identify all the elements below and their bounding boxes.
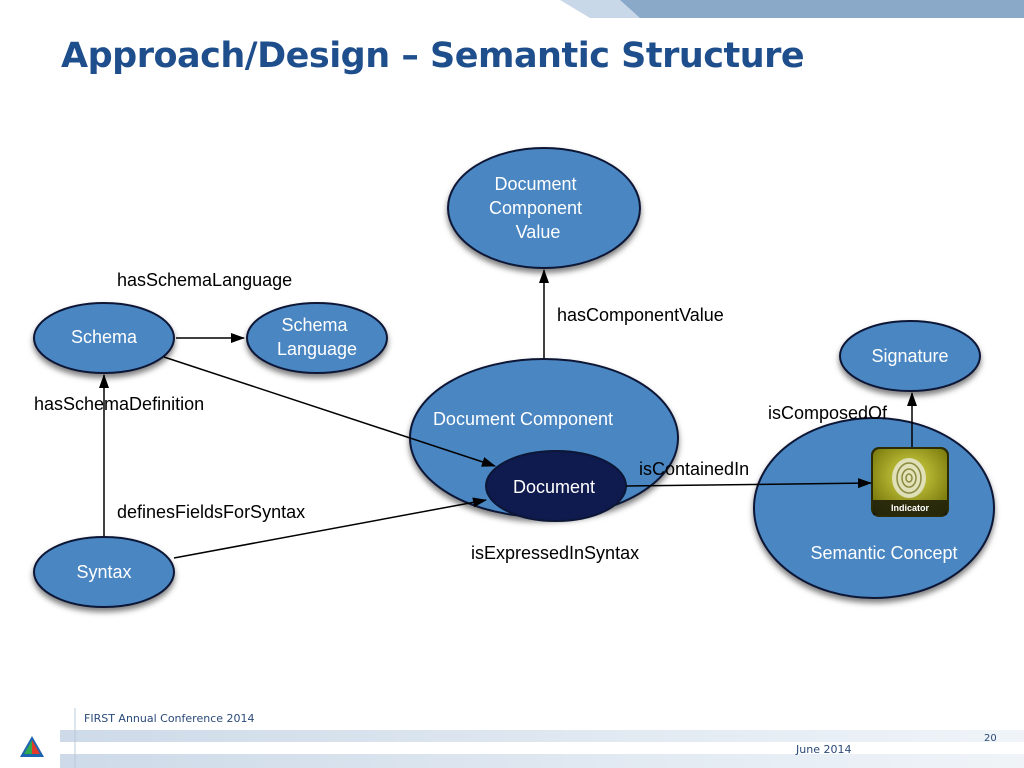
header-decoration <box>560 0 1024 18</box>
document-component-label: Document Component <box>433 409 613 429</box>
schema-language-label: Schema Language <box>277 315 357 359</box>
slide-title: Approach/Design – Semantic Structure <box>61 36 805 76</box>
schema-label: Schema <box>71 327 138 347</box>
signature-node <box>839 320 981 392</box>
document-label: Document <box>513 477 595 497</box>
is-expressed-in-syntax-label: isExpressedInSyntax <box>471 543 639 563</box>
footer-decoration <box>60 708 1024 768</box>
syntax-label: Syntax <box>76 562 131 582</box>
syntax-node <box>33 536 175 608</box>
logo-icon <box>20 736 44 757</box>
has-schema-definition-label: hasSchemaDefinition <box>34 394 204 414</box>
schema-node <box>33 302 175 374</box>
defines-fields-for-syntax-label: definesFieldsForSyntax <box>117 502 305 522</box>
semantic-concept-label: Semantic Concept <box>810 543 957 563</box>
edge-schema-to-document <box>163 356 496 467</box>
is-composed-of-label: isComposedOf <box>768 403 888 423</box>
document-component-value-label: Document Component Value <box>489 174 587 242</box>
footer-conference: FIRST Annual Conference 2014 <box>84 712 255 725</box>
has-schema-language-label: hasSchemaLanguage <box>117 270 292 290</box>
edge-is-contained-in <box>625 478 872 489</box>
footer-date: June 2014 <box>796 743 852 756</box>
document-component-value-node <box>447 147 641 269</box>
signature-label: Signature <box>871 346 948 366</box>
has-component-value-label: hasComponentValue <box>557 305 724 325</box>
schema-language-node <box>246 302 388 374</box>
edge-is-expressed-in-syntax <box>173 497 487 559</box>
indicator-caption: Indicator <box>891 503 930 513</box>
page-number: 20 <box>984 733 997 744</box>
is-contained-in-label: isContainedIn <box>639 459 749 479</box>
indicator-icon: Indicator <box>871 447 949 517</box>
